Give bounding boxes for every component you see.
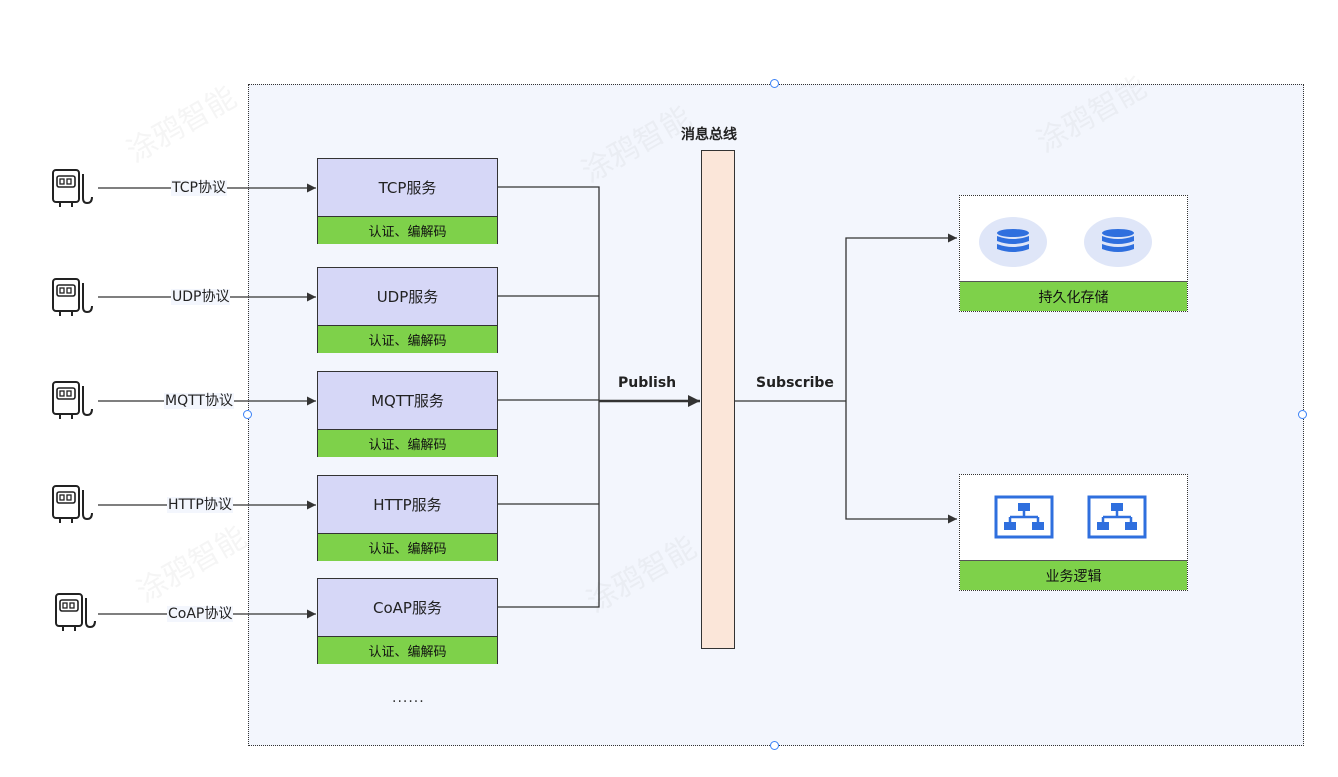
service-subtitle: 认证、编解码 [318,534,497,561]
storage-label: 持久化存储 [960,281,1187,311]
publish-label: Publish [618,375,677,391]
edge-coap-to-junction [498,401,600,608]
iot-device-icon [52,381,93,419]
iot-device-icon [52,169,93,207]
edge-tcp-to-junction [498,186,600,401]
storage-panel: 持久化存储 [959,195,1188,312]
protocol-label: UDP协议 [171,289,231,305]
business-logic-panel: 业务逻辑 [959,474,1188,591]
service-node-udp: UDP服务 认证、编解码 [317,267,498,353]
service-node-tcp: TCP服务 认证、编解码 [317,158,498,244]
service-title: UDP服务 [318,268,497,326]
database-icon [1084,217,1152,267]
more-ellipsis: ...... [392,690,425,706]
service-title: TCP服务 [318,159,497,217]
iot-device-icon [55,593,96,631]
service-title: HTTP服务 [318,476,497,534]
selection-handle-top[interactable] [770,79,779,88]
message-bus [701,150,735,649]
service-title: CoAP服务 [318,579,497,637]
selection-handle-left[interactable] [243,410,252,419]
edge-subscribe-logic [845,401,957,524]
protocol-label: CoAP协议 [167,606,234,622]
selection-handle-right[interactable] [1298,410,1307,419]
iot-device-icon [52,278,93,316]
service-subtitle: 认证、编解码 [318,637,497,664]
network-topology-icon [994,495,1054,539]
service-node-http: HTTP服务 认证、编解码 [317,475,498,561]
service-node-mqtt: MQTT服务 认证、编解码 [317,371,498,457]
business-logic-label: 业务逻辑 [960,560,1187,590]
service-subtitle: 认证、编解码 [318,430,497,457]
edge-subscribe-storage [845,233,957,401]
protocol-label: MQTT协议 [164,393,234,409]
network-topology-icon [1087,495,1147,539]
iot-device-icon [52,485,93,523]
database-icon [979,217,1047,267]
service-subtitle: 认证、编解码 [318,326,497,353]
protocol-label: TCP协议 [171,180,227,196]
selection-handle-bottom[interactable] [770,741,779,750]
subscribe-label: Subscribe [756,375,834,391]
service-node-coap: CoAP服务 认证、编解码 [317,578,498,664]
service-title: MQTT服务 [318,372,497,430]
protocol-label: HTTP协议 [167,497,233,513]
bus-title: 消息总线 [681,127,737,143]
service-subtitle: 认证、编解码 [318,217,497,244]
